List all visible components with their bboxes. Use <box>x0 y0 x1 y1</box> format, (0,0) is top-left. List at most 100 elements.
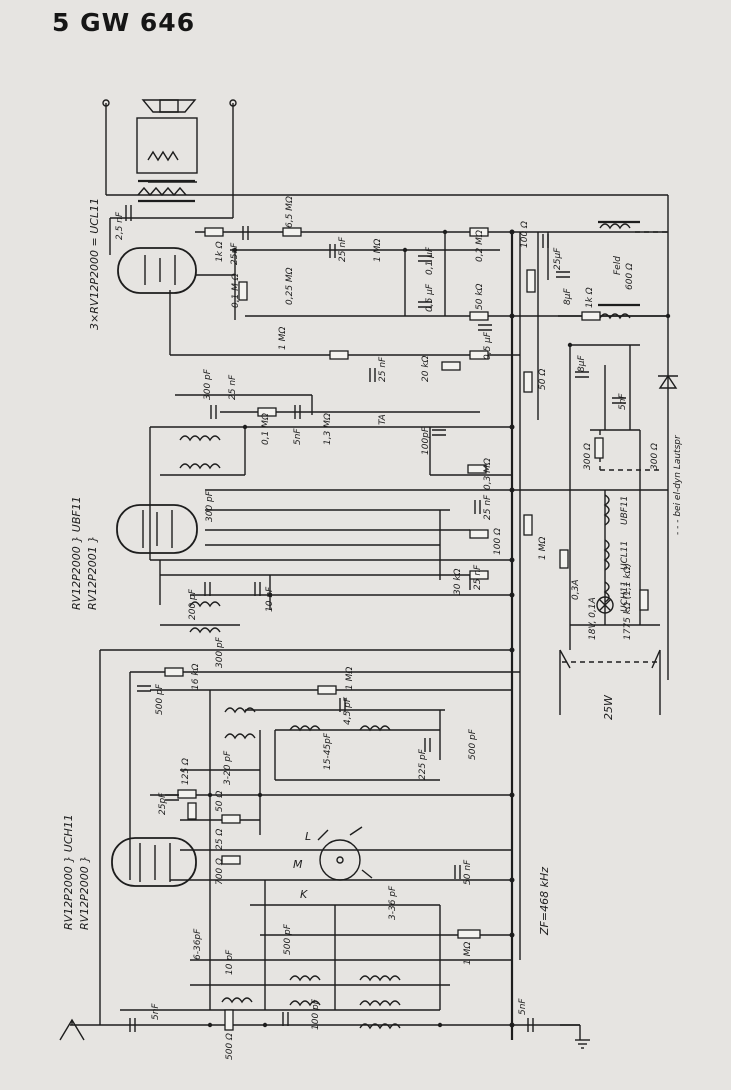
label-r-1m-d: 1 MΩ <box>345 667 355 690</box>
label-c-25uf: 25µF <box>553 247 563 270</box>
label-c-300pf-a: 300 pF <box>203 368 213 400</box>
label-c-10nf: 10 nF <box>265 586 275 612</box>
label-r-1m-pot: 1 MΩ <box>373 239 383 262</box>
label-c-500pf-b: 500 pF <box>468 728 478 760</box>
label-r-16k: 16 kΩ <box>191 663 201 690</box>
label-r-0-2m: 0,2 MΩ <box>475 230 485 262</box>
label-sw-l: L <box>305 830 311 843</box>
label-c-0-5uf: 0,5 µF <box>425 283 435 312</box>
label-c-10pf: 10 pF <box>225 949 235 975</box>
label-r-0-1m-a: 0,1 M Ω <box>231 273 241 308</box>
label-note: - - - bei el-dyn Lautspr <box>673 434 683 535</box>
label-c-25nf-c: 25 nF <box>378 356 388 382</box>
label-c-25nf-f: 25 nF <box>473 564 483 590</box>
label-c-25nf-d: 25 nF <box>228 374 238 400</box>
label-c-6-36pf: 6-36pF <box>193 928 203 960</box>
label-r-20k: 20 kΩ <box>421 355 431 382</box>
label-c-8uf-a: 8µF <box>563 288 573 305</box>
label-r-0-25m: 0,25 MΩ <box>285 267 295 305</box>
label-c-3-20pf: 3-20 pF <box>223 750 233 785</box>
ground <box>575 1039 590 1049</box>
coils <box>179 220 640 1030</box>
wave-switch <box>317 826 373 881</box>
pilot-lamp <box>596 596 614 614</box>
label-r-1m-e: 1 MΩ <box>463 942 473 965</box>
label-c-5nf-b: 5nF <box>293 428 303 445</box>
label-c-25nf-a: 25nF <box>230 242 240 265</box>
label-r-500: 500 Ω <box>225 1033 235 1060</box>
label-r-25-b: 25 Ω <box>215 829 225 850</box>
label-c-5nf-d: 5nF <box>518 998 528 1015</box>
label-c-15-45pf: 15-45pF <box>323 732 333 770</box>
label-c-200pf: 200 pF <box>188 588 198 620</box>
label-r-300-a: 300 Ω <box>583 443 593 470</box>
label-c-2-5nf: 2,5 nF <box>115 211 125 240</box>
label-lamp: 18V, 0,1A <box>588 597 598 640</box>
label-c-500pf-a: 500 pF <box>155 683 165 715</box>
label-r-125: 125 Ω <box>181 758 191 785</box>
label-c-100pf-c: 100 pF <box>311 998 321 1030</box>
power-switch <box>559 649 661 669</box>
label-r-300-b: 300 Ω <box>650 443 660 470</box>
labels: 3×RV12P2000 = UCL11 RV12P2000 } UBF11 RV… <box>62 196 683 1060</box>
label-c-0-1uf: 0,1 µF <box>425 246 435 275</box>
label-c-50nf: 50 nF <box>463 859 473 885</box>
junction-dots <box>207 229 671 1028</box>
label-fil-uch: UCH11 <box>620 581 630 612</box>
label-r-0-3m: 0,3 MΩ <box>483 458 493 490</box>
label-ta: TA <box>378 414 388 425</box>
tube-ucl11 <box>117 247 197 294</box>
label-c-500pf-c: 500 pF <box>283 923 293 955</box>
label-ucl11: 3×RV12P2000 = UCL11 <box>88 198 101 330</box>
label-c-5nf-c: 5nF <box>151 1003 161 1020</box>
antenna <box>59 1018 85 1041</box>
label-r-1k-b: 1k Ω <box>585 287 595 308</box>
label-fil-ubf: UBF11 <box>620 496 630 525</box>
label-c-300pf-c: 300 pF <box>215 636 225 668</box>
label-c-25nf-e: 25 nF <box>483 494 493 520</box>
tube-uch11 <box>111 837 197 887</box>
label-c-4-5pf: 4,5 pF <box>343 696 353 725</box>
label-r-100: 100 Ω <box>520 221 530 248</box>
wiring <box>70 194 669 1040</box>
loudspeaker <box>102 99 237 218</box>
tube-ubf11 <box>116 504 198 554</box>
label-dropper: 1775 kΩ (1,1 kΩ) <box>623 563 633 640</box>
label-fuse: 0,3A <box>571 580 581 600</box>
label-r-50: 50 Ω <box>538 369 548 390</box>
capacitors <box>125 205 626 1032</box>
rectifier-diode <box>658 374 678 389</box>
label-if-freq: ZF=468 kHz <box>538 867 551 936</box>
label-r-6-5m: 6,5 MΩ <box>285 196 295 228</box>
label-r-50k: 50 kΩ <box>475 283 485 310</box>
label-c-300pf-b: 300 pF <box>205 490 215 522</box>
label-sw-k: K <box>300 888 308 901</box>
label-uch11-2: RV12P2000 } <box>78 856 91 930</box>
page-title: 5 GW 646 <box>52 8 196 37</box>
label-c-25nf-b: 25 nF <box>338 236 348 262</box>
label-r-1m-c: 1 MΩ <box>538 537 548 560</box>
label-c-3-36pf: 3-36 pF <box>388 885 398 920</box>
label-r-30k: 30 kΩ <box>453 568 463 595</box>
label-c-8uf-b: 8µF <box>577 355 587 372</box>
resistors <box>164 227 649 1031</box>
label-c-25pf: 25pF <box>158 792 168 815</box>
label-r-1k: 1k Ω <box>215 241 225 262</box>
label-r-700: 700 Ω <box>215 858 225 885</box>
label-r-0-1m-b: 0,1 MΩ <box>261 413 271 445</box>
label-power: 25W <box>602 694 615 720</box>
label-c-225pf: 225 pF <box>418 748 428 780</box>
label-c-5nf-a: 5nF <box>618 393 628 410</box>
label-feld-r: 600 Ω <box>625 263 635 290</box>
label-r-50-b: 50 Ω <box>215 791 225 812</box>
label-uch11-1: RV12P2000 } UCH11 <box>62 814 75 930</box>
label-feld: Feld <box>613 256 623 275</box>
label-c-100pf-b: 100 Ω <box>493 528 503 555</box>
label-c-100pf-a: 100pF <box>421 426 431 455</box>
label-ubf11-1: RV12P2000 } UBF11 <box>70 496 83 610</box>
label-sw-m: M <box>293 858 303 871</box>
label-r-1m-b: 1 MΩ <box>278 327 288 350</box>
label-ubf11-2: RV12P2001 } <box>86 536 99 610</box>
label-r-1-3m: 1,3 MΩ <box>323 413 333 445</box>
